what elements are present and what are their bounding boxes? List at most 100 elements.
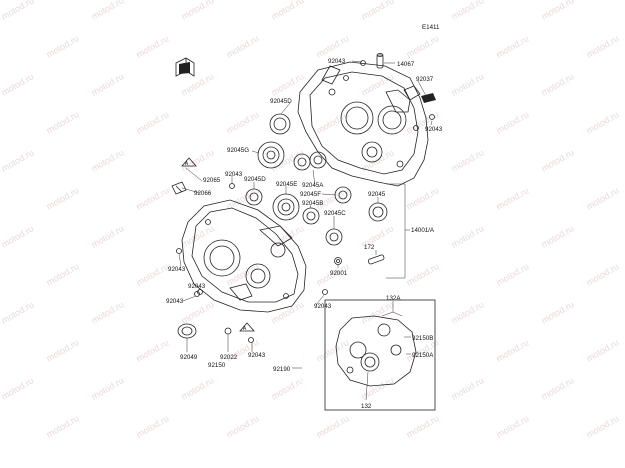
watermark-text: motod.ru [0,71,35,97]
part-labels: 92043 14067 92037 92043 92045D 92045G 92… [166,58,443,410]
watermark-text: motod.ru [405,33,441,59]
watermark-text: motod.ru [585,337,621,363]
watermark-text: motod.ru [90,375,126,401]
watermark-text: motod.ru [495,413,531,439]
watermark-text: motod.ru [0,147,35,173]
label-92043-center: 92043 [314,303,332,310]
bearing-92045D-upper [269,113,291,135]
watermark-text: motod.ru [450,375,486,401]
collar-92037 [421,93,436,103]
watermark-text: motod.ru [180,299,216,325]
watermark-text: motod.ru [315,337,351,363]
watermark-text: motod.ru [180,71,216,97]
watermark-text: motod.ru [450,71,486,97]
bolt-92001 [334,257,342,265]
watermark-text: motod.ru [225,33,261,59]
watermark-text: motod.ru [315,33,351,59]
label-92045F: 92045F [300,191,321,198]
label-92043-left-1: 92043 [168,266,186,273]
label-92043-left-2: 92043 [188,283,206,290]
svg-text:A: A [243,326,247,332]
watermark-text: motod.ru [180,223,216,249]
watermark-text: motod.ru [45,337,81,363]
leader-lines [178,60,433,401]
label-172: 172 [364,244,375,251]
label-92150: 92150 [208,362,226,369]
watermark-text: motod.ru [450,299,486,325]
watermark-text: motod.ru [495,337,531,363]
watermark-text: motod.ru [135,185,171,211]
label-92043-mid-left: 92043 [225,171,243,178]
watermark-text: motod.ru [405,413,441,439]
watermark-text: motod.ru [360,299,396,325]
watermark-text: motod.ru [270,0,306,22]
figure-code: E1411 [422,24,440,31]
oil-plug-92066 [171,181,187,195]
bearing-pair-92045A [293,151,327,171]
screw-92043-top [360,60,366,66]
watermark-text: motod.ru [585,185,621,211]
bearing-92045E [272,193,300,221]
watermark-text: motod.ru [135,33,171,59]
marker-A-top: A [181,157,197,167]
watermark-text: motod.ru [45,413,81,439]
bearing-92045B [302,207,320,225]
watermark-text: motod.ru [135,261,171,287]
marker-A-bottom: A [239,322,255,332]
watermark-text: motod.ru [585,109,621,135]
watermark-text: motod.ru [270,299,306,325]
watermark-text: motod.ru [0,375,35,401]
bearing-92045 [368,202,388,222]
crankcase-assembly-inset [324,299,436,411]
label-92150B: 92150B [412,335,433,342]
label-92022: 92022 [220,354,238,361]
watermark-text: motod.ru [90,71,126,97]
watermark-text: motod.ru [540,71,576,97]
watermark-text: motod.ru [270,375,306,401]
clamp-92022 [224,327,232,335]
watermark-text: motod.ru [405,261,441,287]
label-92043-top-right: 92043 [425,126,443,133]
watermark-text: motod.ru [495,185,531,211]
label-92045: 92045 [368,191,386,198]
watermark-text: motod.ru [450,147,486,173]
right-crankcase-half [297,61,429,187]
watermark-text: motod.ru [450,223,486,249]
watermark-text: motod.ru [585,33,621,59]
label-132A: 132A [386,295,401,302]
watermark-text: motod.ru [225,109,261,135]
watermark-text: motod.ru [315,109,351,135]
svg-text:A: A [185,161,189,167]
dowel-pin-14067 [376,53,384,69]
label-92065: 92065 [203,177,221,184]
label-14001A: 14001/A [411,227,435,234]
watermark-text: motod.ru [495,109,531,135]
watermark-text: motod.ru [135,413,171,439]
bearing-92045C [325,228,343,246]
watermark-text: motod.ru [360,375,396,401]
label-92045C: 92045C [324,210,346,217]
watermark-text: motod.ru [450,0,486,22]
watermark-text: motod.ru [540,0,576,22]
watermark-text: motod.ru [315,413,351,439]
label-92045E: 92045E [276,181,297,188]
label-92045G: 92045G [227,147,249,154]
watermark-text: motod.ru [135,109,171,135]
label-14067: 14067 [397,61,415,68]
watermark-text: motod.ru [360,0,396,22]
watermark-text: motod.ru [135,337,171,363]
label-92045D-lower: 92045D [244,176,266,183]
watermark-text: motod.ru [90,147,126,173]
label-92066: 92066 [194,190,212,197]
watermark-text: motod.ru [45,261,81,287]
watermark-text: motod.ru [45,33,81,59]
watermark-text: motod.ru [0,0,35,22]
label-132: 132 [361,403,372,410]
label-92190: 92190 [273,366,291,373]
watermark-text: motod.ru [45,185,81,211]
bearing-92045G [257,141,285,169]
watermark-text: motod.ru [540,299,576,325]
watermark-text: motod.ru [585,261,621,287]
watermark-text: motod.ru [405,185,441,211]
left-crankcase-half [181,199,307,313]
